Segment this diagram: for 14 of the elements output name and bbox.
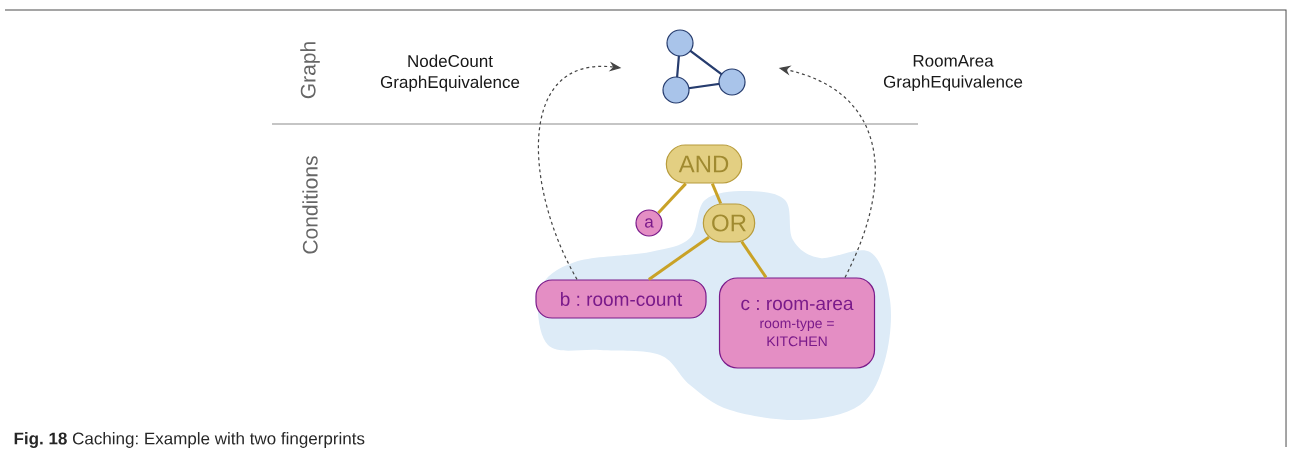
section-label: Conditions	[302, 156, 318, 254]
condition-box: c : room-area room-type = KITCHEN	[718, 277, 876, 369]
connector-line	[710, 183, 723, 205]
figure-caption: Fig. 18 Caching: Example with two fingerprints	[14, 432, 365, 448]
fingerprint-label: RoomArea GraphEquivalence	[883, 54, 1023, 92]
operator-pill: AND	[665, 144, 743, 184]
condition-box: b : room-count	[535, 279, 707, 319]
connector-line	[740, 240, 768, 279]
graph-drawing	[662, 29, 746, 104]
fingerprint-label: NodeCount GraphEquivalence	[380, 54, 520, 92]
section-label: Graph	[300, 42, 320, 99]
connector-line	[648, 235, 710, 281]
connector-line	[657, 182, 687, 215]
operator-pill: OR	[702, 203, 756, 243]
